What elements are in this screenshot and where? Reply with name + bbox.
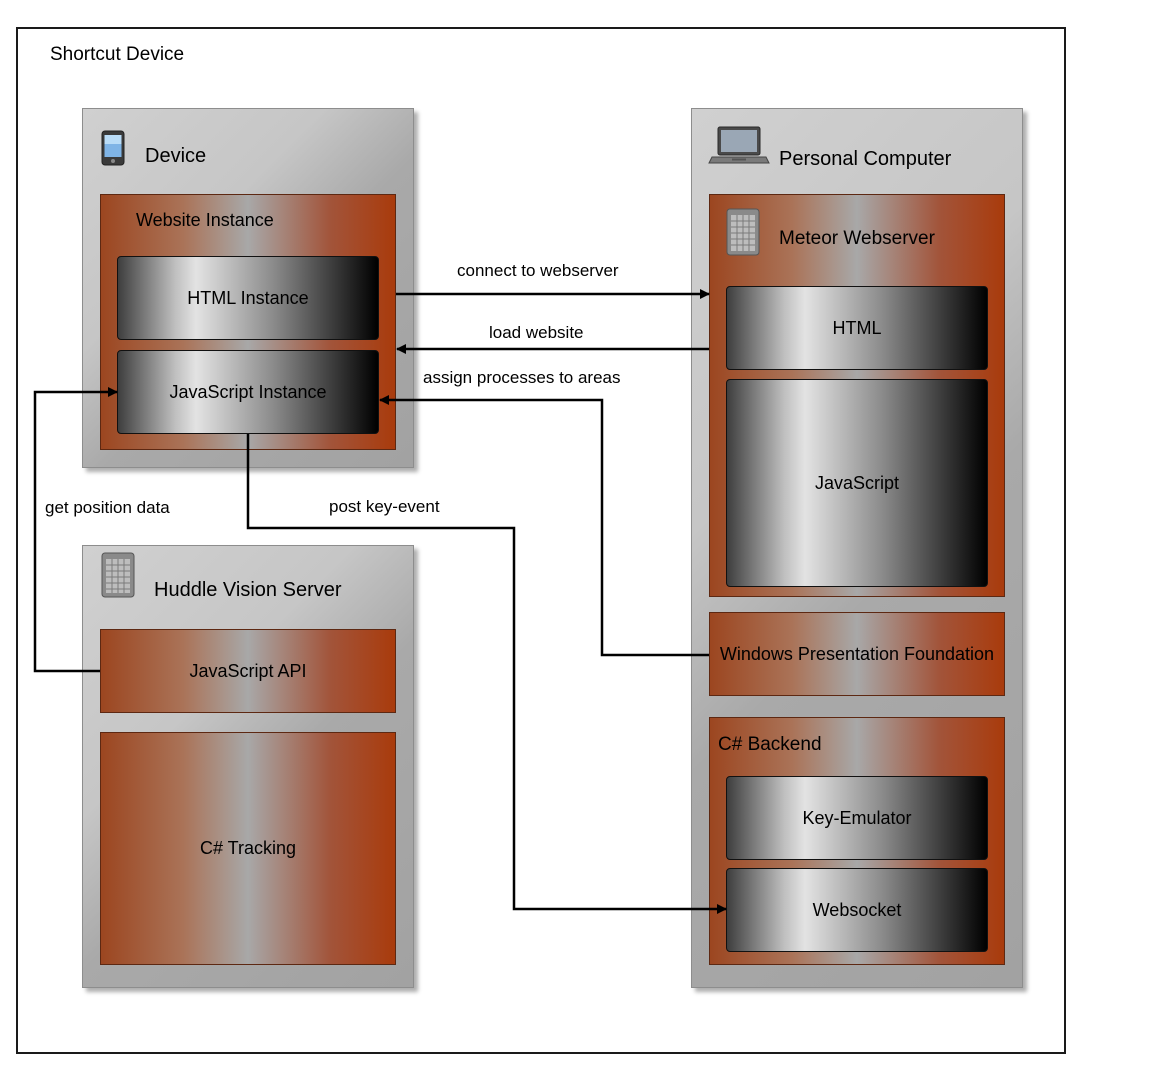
- meteor-title: Meteor Webserver: [779, 228, 935, 249]
- websocket: Websocket: [726, 868, 988, 952]
- html-instance: HTML Instance: [117, 256, 379, 340]
- javascript-api: JavaScript API: [100, 629, 396, 713]
- personal-computer-title: Personal Computer: [779, 148, 952, 170]
- assign-label: assign processes to areas: [423, 368, 621, 387]
- post-label: post key-event: [329, 497, 440, 516]
- assign-arrow: [379, 395, 709, 657]
- smartphone-icon: [101, 130, 125, 166]
- position-label: get position data: [45, 498, 170, 517]
- load-label: load website: [489, 323, 584, 342]
- javascript-instance: JavaScript Instance: [117, 350, 379, 434]
- csharp-tracking: C# Tracking: [100, 732, 396, 965]
- server-icon: [725, 207, 763, 257]
- website-instance-title: Website Instance: [136, 210, 274, 230]
- meteor-html: HTML: [726, 286, 988, 370]
- device-title: Device: [145, 145, 207, 167]
- windows-presentation-foundation: Windows Presentation Foundation: [709, 612, 1005, 696]
- laptop-icon: [708, 125, 770, 167]
- csharp-backend-title: C# Backend: [718, 734, 822, 755]
- position-arrow: [33, 387, 118, 673]
- connect-label: connect to webserver: [457, 261, 619, 280]
- post-arrow: [246, 434, 727, 914]
- huddle-title: Huddle Vision Server: [154, 579, 342, 601]
- key-emulator: Key-Emulator: [726, 776, 988, 860]
- frame-title: Shortcut Device: [50, 44, 185, 65]
- server-icon: [100, 551, 138, 599]
- meteor-javascript: JavaScript: [726, 379, 988, 587]
